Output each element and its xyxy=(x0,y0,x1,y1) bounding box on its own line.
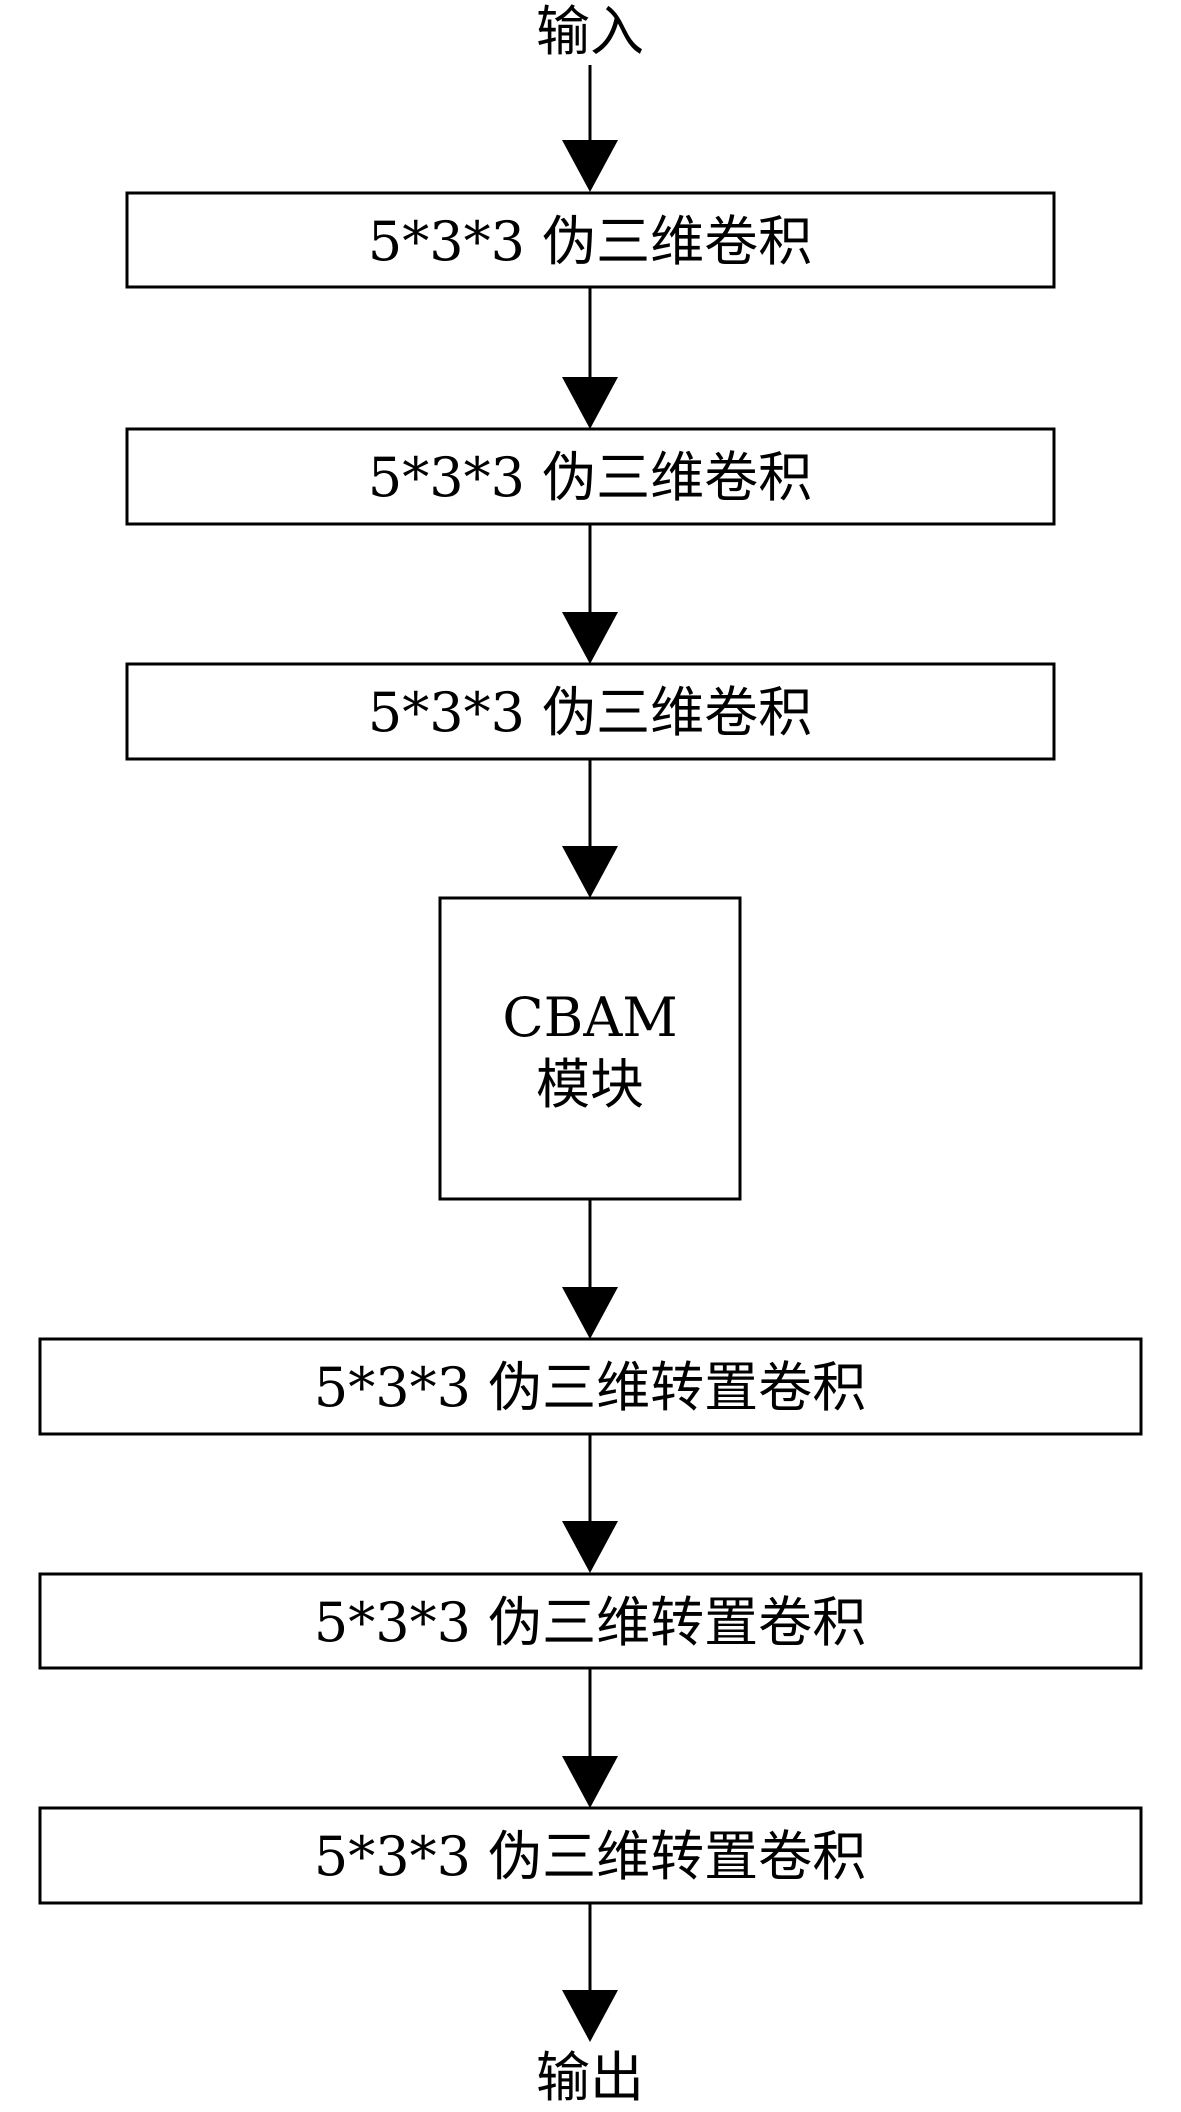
node-label-line-1: CBAM xyxy=(502,986,677,1049)
node-label: 5*3*3 伪三维卷积 xyxy=(368,446,812,509)
node-label-line-2: 模块 xyxy=(536,1053,644,1116)
edge-tconv-2-to-tconv-3 xyxy=(562,1668,618,1808)
node-box xyxy=(438,896,742,1201)
node-conv-2: 5*3*3 伪三维卷积 xyxy=(125,427,1056,526)
edge-cbam-to-tconv-1 xyxy=(562,1199,618,1339)
node-box xyxy=(38,1337,1143,1436)
arrow-head xyxy=(562,612,618,664)
node-box xyxy=(125,191,1056,289)
node-tconv-1: 5*3*3 伪三维转置卷积 xyxy=(38,1337,1143,1436)
edge-tconv-3-to-output xyxy=(562,1903,618,2042)
node-conv-1: 5*3*3 伪三维卷积 xyxy=(125,191,1056,289)
arrow-head xyxy=(562,1990,618,2042)
edge-conv-3-to-cbam xyxy=(562,759,618,898)
arrow-head xyxy=(562,140,618,192)
arrow-head xyxy=(562,1521,618,1573)
arrow-head xyxy=(562,1287,618,1339)
node-box xyxy=(38,1806,1143,1905)
arrow-head xyxy=(562,846,618,898)
node-label: 5*3*3 伪三维卷积 xyxy=(368,210,812,273)
node-label: 5*3*3 伪三维转置卷积 xyxy=(314,1356,866,1419)
node-tconv-2: 5*3*3 伪三维转置卷积 xyxy=(38,1572,1143,1670)
edge-tconv-1-to-tconv-2 xyxy=(562,1434,618,1573)
node-box xyxy=(125,662,1056,761)
arrow-head xyxy=(562,1756,618,1808)
arrow-head xyxy=(562,377,618,429)
node-label: 5*3*3 伪三维卷积 xyxy=(368,681,812,744)
edge-conv-2-to-conv-3 xyxy=(562,524,618,664)
node-box xyxy=(125,427,1056,526)
input-label: 输入 xyxy=(536,0,644,63)
node-cbam: CBAM 模块 xyxy=(438,896,742,1201)
node-label: 5*3*3 伪三维转置卷积 xyxy=(314,1591,866,1654)
output-label: 输出 xyxy=(536,2046,644,2109)
node-box xyxy=(38,1572,1143,1670)
edge-conv-1-to-conv-2 xyxy=(562,287,618,429)
node-tconv-3: 5*3*3 伪三维转置卷积 xyxy=(38,1806,1143,1905)
edge-input-to-conv-1 xyxy=(562,65,618,192)
node-label: 5*3*3 伪三维转置卷积 xyxy=(314,1825,866,1888)
node-conv-3: 5*3*3 伪三维卷积 xyxy=(125,662,1056,761)
